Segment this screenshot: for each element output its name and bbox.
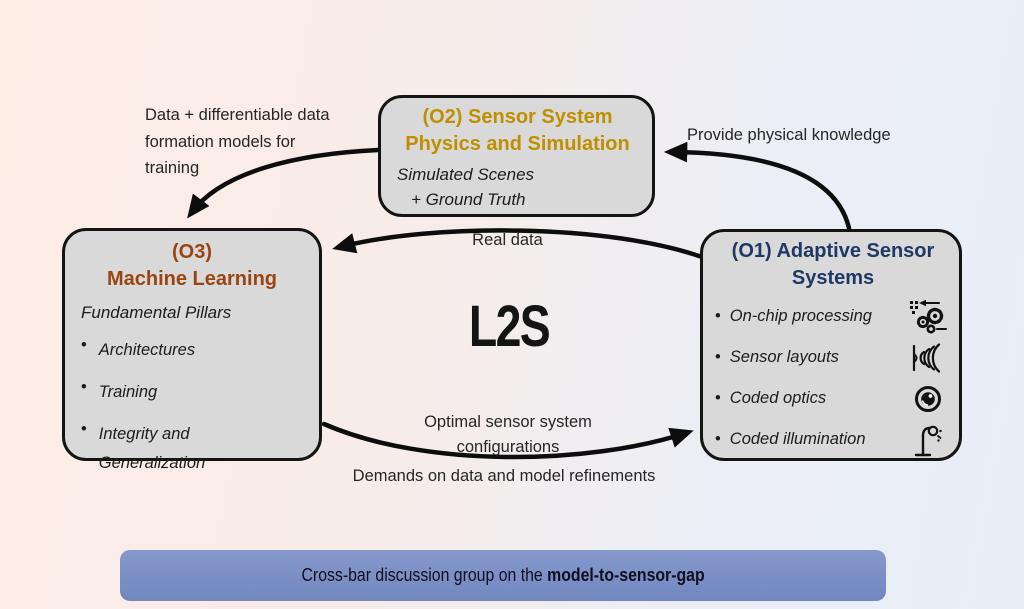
o1-bullet-sensor-layouts: Sensor layouts — [729, 348, 839, 367]
list-item: Training — [81, 378, 303, 407]
sound-waves-icon — [905, 342, 951, 373]
o1-title-line2: Systems — [791, 267, 875, 289]
o2-title: (O2) Sensor System Physics and Simulatio… — [397, 104, 638, 158]
lamp-icon — [905, 422, 951, 458]
box-o1-adaptive-sensor-systems: (O1) Adaptive Sensor Systems On-chip pro… — [700, 229, 962, 461]
bullet-dot — [715, 307, 721, 326]
o1-bullet-list: On-chip processing — [715, 296, 951, 460]
gears-icon — [905, 298, 951, 336]
arrow-o1-to-o2 — [663, 141, 852, 231]
bullet-dot — [81, 420, 87, 439]
label-optimal-sensor-configurations: Optimal sensor system configurations — [424, 413, 592, 457]
o1-title-line1: (O1) Adaptive Sensor — [731, 240, 935, 262]
list-item: Architectures — [81, 336, 303, 365]
label-data-formation-models: Data + differentiable data formation mod… — [145, 106, 330, 178]
o2-subtitle-line2: + Ground Truth — [411, 189, 526, 209]
o3-bullet-list: Architectures Training Integrity and Gen… — [81, 336, 303, 478]
bullet-dot — [81, 336, 87, 355]
list-item: Sensor layouts — [715, 337, 951, 378]
o2-subtitle: Simulated Scenes + Ground Truth — [397, 163, 638, 212]
o1-bullet-coded-illumination: Coded illumination — [729, 430, 866, 449]
list-item: On-chip processing — [715, 296, 951, 337]
list-item: Integrity and Generalization — [81, 420, 303, 478]
o1-title: (O1) Adaptive Sensor Systems — [715, 238, 951, 292]
o2-title-line2: Physics and Simulation — [405, 133, 630, 155]
box-o3-machine-learning: (O3) Machine Learning Fundamental Pillar… — [62, 228, 322, 472]
o3-subtitle: Fundamental Pillars — [81, 303, 232, 322]
o3-bullet-architectures: Architectures — [98, 341, 196, 359]
bullet-dot — [715, 348, 721, 367]
o3-title: (O3) Machine Learning — [81, 239, 303, 293]
footer-text: Cross-bar discussion group on the model-… — [301, 565, 704, 586]
o1-bullet-on-chip-processing: On-chip processing — [729, 307, 872, 326]
footer-text-bold: model-to-sensor-gap — [547, 565, 705, 585]
label-demands-refinements: Demands on data and model refinements — [352, 467, 656, 485]
center-acronym: L2S — [468, 294, 551, 359]
bullet-dot — [715, 389, 721, 408]
label-provide-physical-knowledge: Provide physical knowledge — [687, 126, 891, 144]
label-real-data: Real data — [472, 231, 543, 249]
o1-bullet-coded-optics: Coded optics — [729, 389, 827, 408]
list-item: Coded illumination — [715, 419, 951, 460]
o3-title-line1: (O3) — [172, 241, 212, 263]
list-item: Coded optics — [715, 378, 951, 419]
o3-bullet-training: Training — [98, 382, 158, 401]
bullet-dot — [81, 378, 87, 397]
o3-bullet-integrity: Integrity and Generalization — [98, 424, 206, 472]
o3-title-line2: Machine Learning — [106, 268, 278, 290]
footer-crossbar-banner: Cross-bar discussion group on the model-… — [120, 550, 886, 601]
o2-subtitle-line1: Simulated Scenes — [397, 165, 535, 184]
aperture-icon — [905, 383, 951, 415]
o2-title-line1: (O2) Sensor System — [422, 106, 613, 128]
footer-text-prefix: Cross-bar discussion group on the — [301, 565, 548, 585]
box-o2-sensor-system-physics: (O2) Sensor System Physics and Simulatio… — [378, 95, 655, 217]
bullet-dot — [715, 430, 721, 449]
